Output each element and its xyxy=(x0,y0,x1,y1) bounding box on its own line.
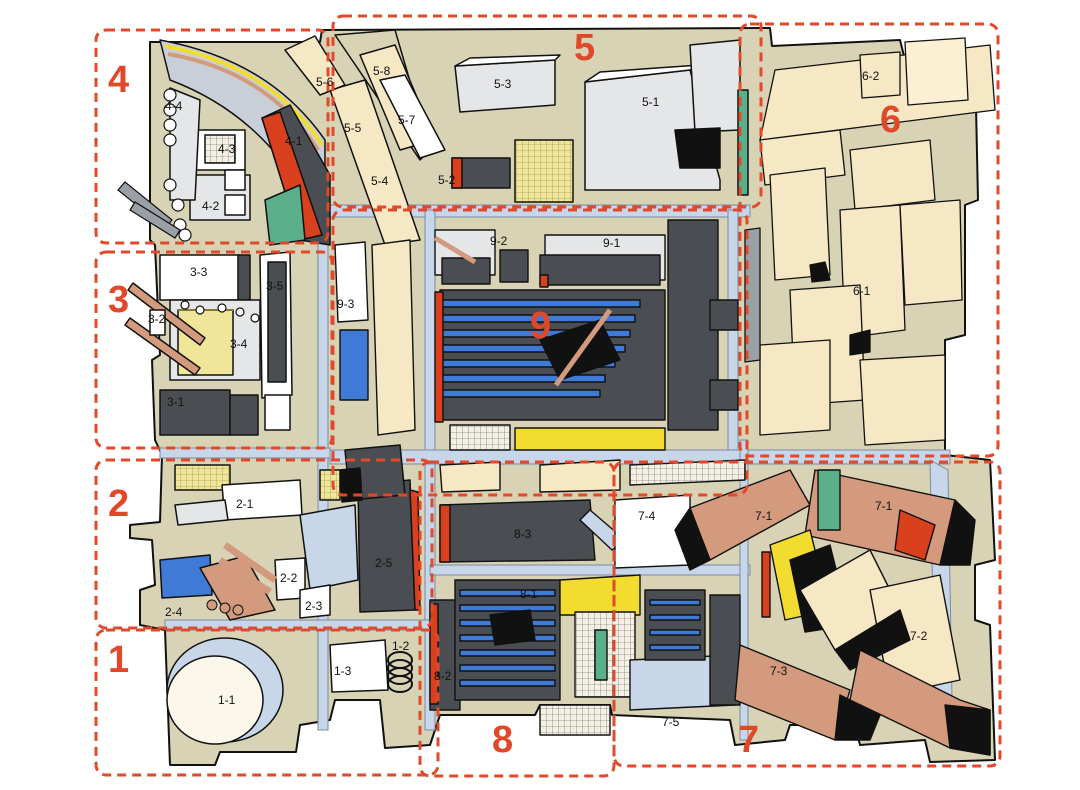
label-5-5: 5-5 xyxy=(344,121,362,135)
zone-9-buildings xyxy=(334,219,739,451)
label-7-2: 7-2 xyxy=(910,629,928,643)
zone-1-buildings xyxy=(166,637,413,745)
zone-2-number: 2 xyxy=(108,483,129,525)
zone-3-tanks xyxy=(180,300,260,323)
zone-8-number: 8 xyxy=(492,719,513,761)
zone-4-buildings xyxy=(159,39,331,246)
label-4-4: 4-4 xyxy=(165,99,183,113)
zone-1-number: 1 xyxy=(108,639,129,681)
zone-2-boundary xyxy=(94,458,434,630)
zone-4-number: 4 xyxy=(108,59,129,101)
label-5-4: 5-4 xyxy=(371,174,389,188)
zone-3-buildings xyxy=(124,251,293,436)
zone-2-pipes xyxy=(206,542,278,616)
label-2-1: 2-1 xyxy=(236,497,254,511)
zone-5-boundary xyxy=(331,14,763,209)
label-2-2: 2-2 xyxy=(280,571,298,585)
label-5-3: 5-3 xyxy=(494,77,512,91)
label-3-3: 3-3 xyxy=(190,265,208,279)
label-8-2: 8-2 xyxy=(434,669,452,683)
zone-9-boundary xyxy=(331,208,749,497)
label-2-4: 2-4 xyxy=(165,605,183,619)
zone-8-buildings xyxy=(429,459,641,736)
zone-7-boundary xyxy=(612,460,1002,768)
label-9-2: 9-2 xyxy=(490,234,508,248)
zone-3-number: 3 xyxy=(108,279,129,321)
label-3-2: 3-2 xyxy=(148,312,166,326)
label-3-1: 3-1 xyxy=(167,395,185,409)
label-1-3: 1-3 xyxy=(334,664,352,678)
zone-4-boundary xyxy=(94,28,330,245)
label-9-3: 9-3 xyxy=(337,297,355,311)
label-5-1: 5-1 xyxy=(642,95,660,109)
label-5-7: 5-7 xyxy=(398,113,416,127)
label-3-4: 3-4 xyxy=(230,337,248,351)
label-6-2: 6-2 xyxy=(862,69,880,83)
label-7-4: 7-4 xyxy=(638,509,656,523)
label-1-2: 1-2 xyxy=(392,639,410,653)
zone-boundaries xyxy=(94,14,1002,778)
label-7-5: 7-5 xyxy=(662,715,680,729)
label-8-3: 8-3 xyxy=(514,527,532,541)
zone-8-boundary xyxy=(418,460,616,778)
label-8-1: 8-1 xyxy=(520,587,538,601)
label-4-2: 4-2 xyxy=(202,199,220,213)
zone-9-number: 9 xyxy=(530,305,551,347)
zone-5-buildings xyxy=(284,29,749,246)
label-2-3: 2-3 xyxy=(305,599,323,613)
building-labels: 1-1 1-2 1-3 2-1 2-2 2-3 2-4 2-5 3-1 3-2 … xyxy=(148,64,928,729)
zone-numbers: 4 3 2 1 5 6 9 8 7 xyxy=(108,27,901,761)
label-5-8: 5-8 xyxy=(373,64,391,78)
label-1-1: 1-1 xyxy=(218,693,236,707)
zone-7-number: 7 xyxy=(738,719,759,761)
label-5-6: 5-6 xyxy=(316,75,334,89)
label-7-1-left: 7-1 xyxy=(755,509,773,523)
label-4-3: 4-3 xyxy=(218,142,236,156)
zone-6-buildings xyxy=(744,37,996,446)
label-7-3: 7-3 xyxy=(770,664,788,678)
zone-4-silos xyxy=(117,88,192,242)
zone-6-number: 6 xyxy=(880,99,901,141)
label-2-5: 2-5 xyxy=(375,556,393,570)
zone-7-buildings xyxy=(614,459,991,756)
zone-6-boundary xyxy=(738,22,1000,458)
label-9-1: 9-1 xyxy=(603,236,621,250)
label-6-1: 6-1 xyxy=(853,284,871,298)
zone-1-boundary xyxy=(94,628,440,777)
label-7-1-right: 7-1 xyxy=(875,499,893,513)
label-4-1: 4-1 xyxy=(285,134,303,148)
label-3-5: 3-5 xyxy=(266,279,284,293)
zone-5-number: 5 xyxy=(574,27,595,69)
label-5-2: 5-2 xyxy=(438,173,456,187)
